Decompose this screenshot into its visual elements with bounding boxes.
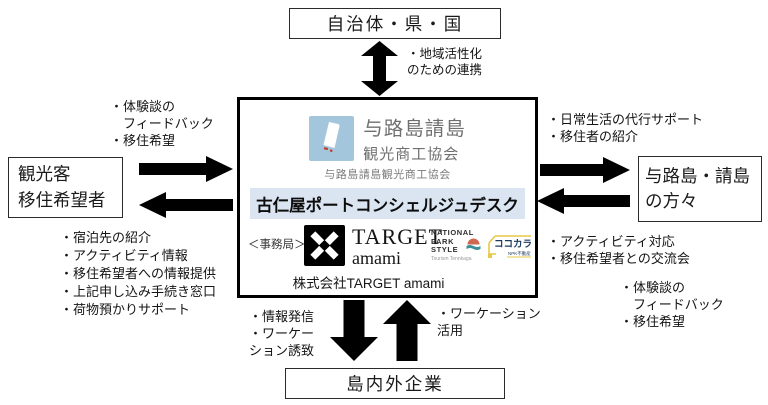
top-note: ・地域活性化 のための連携	[407, 46, 482, 79]
note-line: ・情報発信	[249, 309, 315, 324]
note-line: ・日常生活の代行サポート	[547, 112, 704, 127]
arrow-right-to-center-icon	[537, 188, 630, 214]
note-line: ・地域活性化	[407, 47, 483, 61]
nps-line: PARK	[431, 236, 455, 246]
association-box: 与路島請島 観光商工協会 与路島請島観光商工協会 古仁屋ポートコンシェルジュデス…	[237, 97, 538, 298]
kokokara-caption: NPK不動産	[508, 250, 531, 257]
right-top-notes: ・日常生活の代行サポート ・移住者の紹介	[547, 112, 703, 146]
right-mid-notes: ・アクティビティ対応 ・移住希望者との交流会	[547, 234, 690, 268]
note-line: ・移住希望	[620, 313, 686, 329]
note-line: ・移住希望	[110, 132, 176, 148]
kokokara-text: ココカラ	[494, 239, 532, 250]
nps-sun-wave-icon	[466, 238, 481, 250]
association-logo-row: 与路島請島 観光商工協会	[240, 112, 535, 164]
tourist-box-line2: 移住希望者	[18, 189, 106, 210]
note-line: フィードバック	[620, 296, 724, 312]
note-line: ・ワーケー	[249, 325, 315, 341]
left-top-notes: ・体験談の フィードバック ・移住希望	[110, 99, 214, 150]
concierge-desk-bar: 古仁屋ポートコンシェルジュデスク	[250, 188, 525, 219]
note-line: ・体験談の	[620, 280, 686, 295]
bottom-left-notes: ・情報発信 ・ワーケー ション誘致	[249, 309, 314, 360]
islanders-box-line2: の方々	[645, 191, 698, 211]
note-line: ・移住希望者への情報提供	[60, 265, 217, 281]
islanders-box-line1: 与路島・請島	[645, 165, 750, 186]
target-wordmark-line2: amami	[352, 248, 401, 268]
kokokara-logo: ココカラ NPK不動産	[488, 235, 532, 258]
note-line: のための連携	[407, 63, 483, 78]
note-line: ・荷物預かりサポート	[60, 301, 191, 317]
target-wordmark-line1: TARGET	[352, 224, 444, 249]
note-line: ・上記申し込み手続き窓口	[60, 283, 217, 299]
note-line: フィードバック	[110, 115, 214, 131]
bottom-right-notes: ・ワーケーション 活用	[437, 306, 541, 340]
company-name: 株式会社TARGET amami	[292, 276, 445, 291]
logo-title-line2: 観光商工協会	[363, 146, 460, 163]
note-line: ・アクティビティ情報	[60, 247, 188, 263]
note-line: ・体験談の	[110, 99, 176, 114]
islanders-box: 与路島・請島 の方々	[638, 156, 762, 222]
companies-box: 島内外企業	[285, 368, 505, 399]
companies-box-label: 島内外企業	[346, 374, 444, 394]
islanders-box-label: 与路島・請島 の方々	[639, 157, 761, 221]
tourist-box-label: 観光客 移住希望者	[9, 158, 122, 217]
association-logo-title: 与路島請島 観光商工協会	[363, 112, 466, 164]
boat-logo-icon	[309, 115, 355, 161]
target-x-logo-icon	[304, 225, 345, 266]
double-arrow-top-icon	[361, 41, 398, 96]
note-line: 活用	[437, 322, 464, 338]
target-amami-wordmark: TARGET amami	[352, 224, 444, 268]
arrow-bottom-to-center-icon	[383, 300, 431, 361]
note-line: ・宿泊先の紹介	[60, 230, 152, 245]
arrow-left-to-center-icon	[139, 156, 233, 182]
arrow-center-to-left-icon	[139, 192, 233, 218]
note-line: ション誘致	[249, 342, 315, 358]
national-park-style-logo: NATIONAL PARK STYLE Tourism Tennkaga	[431, 228, 487, 262]
nps-line: NATIONAL	[431, 228, 474, 237]
secretariat-label: ＜事務局＞	[248, 239, 306, 251]
note-line: ・ワーケーション	[437, 306, 541, 321]
note-line: ・移住希望者との交流会	[547, 250, 690, 266]
arrow-center-to-bottom-icon	[330, 300, 378, 361]
tourist-box: 観光客 移住希望者	[8, 157, 123, 218]
tourist-box-line1: 観光客	[18, 164, 71, 185]
logo-title-line1: 与路島請島	[363, 118, 466, 140]
left-bottom-notes: ・宿泊先の紹介 ・アクティビティ情報 ・移住希望者への情報提供 ・上記申し込み手…	[60, 229, 216, 319]
nps-line: STYLE	[431, 245, 459, 255]
association-caption: 与路島請島観光商工協会	[324, 169, 451, 181]
nps-caption: Tourism Tennkaga	[431, 255, 472, 262]
arrow-center-to-right-icon	[540, 157, 630, 183]
right-bottom-notes: ・体験談の フィードバック ・移住希望	[620, 280, 724, 331]
government-box: 自治体・県・国	[289, 8, 501, 39]
government-box-label: 自治体・県・国	[326, 14, 464, 34]
note-line: ・移住者の紹介	[547, 128, 639, 144]
note-line: ・アクティビティ対応	[547, 234, 675, 249]
